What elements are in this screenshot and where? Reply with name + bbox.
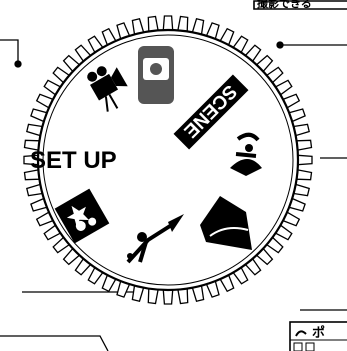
dial-tooth bbox=[177, 287, 189, 305]
movie-camera-icon bbox=[87, 66, 128, 112]
leader-left bbox=[0, 39, 19, 62]
night-portrait-icon bbox=[54, 188, 110, 244]
bottom-right-box: ポ bbox=[289, 321, 347, 351]
landscape-icon bbox=[200, 196, 252, 250]
dial-tooth bbox=[162, 15, 174, 31]
top-callout-text: 撮影できる bbox=[257, 0, 312, 10]
bottom-left-tab bbox=[0, 335, 109, 351]
dial-tooth bbox=[147, 287, 159, 305]
leader-left-dot bbox=[14, 60, 22, 68]
top-callout: 撮影できる bbox=[253, 0, 347, 10]
dial-inner-ring bbox=[42, 34, 294, 286]
camera-icon bbox=[138, 46, 174, 104]
portrait-icon bbox=[230, 132, 262, 176]
setup-label: SET UP bbox=[30, 147, 117, 174]
dial-tooth bbox=[295, 139, 313, 151]
leader-top-right-dot bbox=[276, 41, 284, 49]
dial-tooth bbox=[147, 15, 159, 33]
dial-tooth bbox=[297, 154, 313, 166]
sports-icon bbox=[126, 214, 184, 264]
dial-tooth bbox=[295, 169, 313, 181]
dial-tooth bbox=[162, 289, 174, 305]
bottom-right-box-text: ポ bbox=[312, 325, 325, 341]
dial-tooth bbox=[177, 15, 189, 33]
